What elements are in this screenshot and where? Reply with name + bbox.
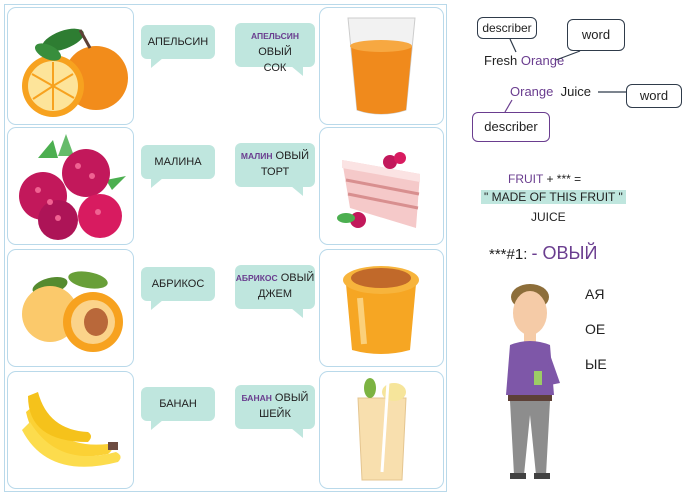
rule-prefix: ***#1: [489, 246, 528, 263]
word-bubble-apricot: АБРИКОС [141, 267, 215, 310]
adjective-bubble-cake: МАЛИН ОВЫЙ ТОРТ [235, 143, 315, 196]
product-cell-cake [319, 127, 444, 245]
root-label: АПЕЛЬСИН [250, 31, 300, 41]
word-callout-top: word [567, 19, 625, 51]
ending-aya: АЯ [585, 286, 605, 302]
phrase-word-orange: Orange [520, 53, 565, 68]
juice-glass-icon [347, 17, 416, 115]
word-label: word [639, 88, 669, 103]
orange-icon [22, 28, 128, 117]
root-label: БАНАН [241, 393, 272, 403]
formula-plus: + *** = [546, 172, 582, 186]
jam-jar-icon [343, 266, 419, 354]
formula-juice: JUICE [531, 210, 566, 224]
word-label: МАЛИНА [154, 156, 202, 168]
formula-line-2: " MADE OF THIS FRUIT " [481, 190, 626, 204]
describer-callout-bottom: describer [472, 112, 550, 142]
word-label: АБРИКОС [151, 278, 205, 290]
describer-callout-top: describer [477, 17, 537, 39]
word-bubble-raspberry: МАЛИНА [141, 145, 215, 188]
noun-label: ШЕЙК [259, 408, 291, 420]
banana-icon [22, 392, 121, 467]
noun-label: СОК [263, 62, 287, 74]
adjective-bubble-juice: АПЕЛЬСИН ОВЫЙ СОК [235, 23, 315, 76]
teacher-figure-icon [506, 284, 560, 479]
phrase-word-orange-2: Orange [510, 84, 554, 99]
root-label: АБРИКОС [235, 273, 278, 283]
phrase-word-juice: Juice [560, 84, 591, 99]
ending-oe: ОЕ [585, 321, 606, 337]
formula-fruit: FRUIT [508, 172, 544, 186]
rule-line: ***#1: - ОВЫЙ [489, 243, 597, 264]
fruit-cell-orange [7, 7, 134, 125]
suffix-label: ОВЫЙ [275, 150, 310, 162]
matching-grid: АПЕЛЬСИН АПЕЛЬСИН ОВЫЙ СОК МАЛИНА [4, 4, 447, 492]
product-cell-shake [319, 371, 444, 489]
word-bubble-orange: АПЕЛЬСИН [141, 25, 215, 68]
suffix-label: ОВЫЙ [258, 46, 292, 58]
describer-label: describer [482, 21, 532, 35]
adjective-bubble-shake: БАНАН ОВЫЙ ШЕЙК [235, 385, 315, 438]
phrase-word-fresh: Fresh [484, 53, 518, 68]
shake-glass-icon [357, 378, 407, 481]
word-callout-right: word [626, 84, 682, 108]
suffix-label: ОВЫЙ [280, 272, 315, 284]
formula-highlight: " MADE OF THIS FRUIT " [484, 190, 623, 204]
root-label: МАЛИН [240, 151, 273, 161]
cake-slice-icon [337, 152, 420, 228]
product-cell-jam [319, 249, 444, 367]
word-label: АПЕЛЬСИН [147, 36, 209, 48]
formula-line-1: FRUIT + *** = [508, 172, 581, 186]
noun-label: ДЖЕМ [257, 288, 293, 300]
phrase-fresh-orange: Fresh Orange [484, 53, 564, 68]
rule-suffix: - ОВЫЙ [531, 243, 598, 263]
adjective-bubble-jam: АБРИКОС ОВЫЙ ДЖЕМ [235, 265, 315, 318]
word-bubble-banana: БАНАН [141, 387, 215, 430]
raspberry-icon [19, 134, 126, 240]
suffix-label: ОВЫЙ [274, 392, 309, 404]
product-cell-juice [319, 7, 444, 125]
fruit-cell-banana [7, 371, 134, 489]
fruit-cell-raspberry [7, 127, 134, 245]
fruit-cell-apricot [7, 249, 134, 367]
describer-label: describer [484, 119, 538, 134]
apricot-icon [22, 271, 123, 352]
phrase-orange-juice: Orange Juice [510, 84, 591, 99]
formula-line-3: JUICE [531, 210, 566, 224]
ending-ye: ЫЕ [585, 356, 607, 372]
word-label: word [581, 27, 611, 42]
noun-label: ТОРТ [260, 166, 290, 178]
word-label: БАНАН [159, 398, 197, 410]
